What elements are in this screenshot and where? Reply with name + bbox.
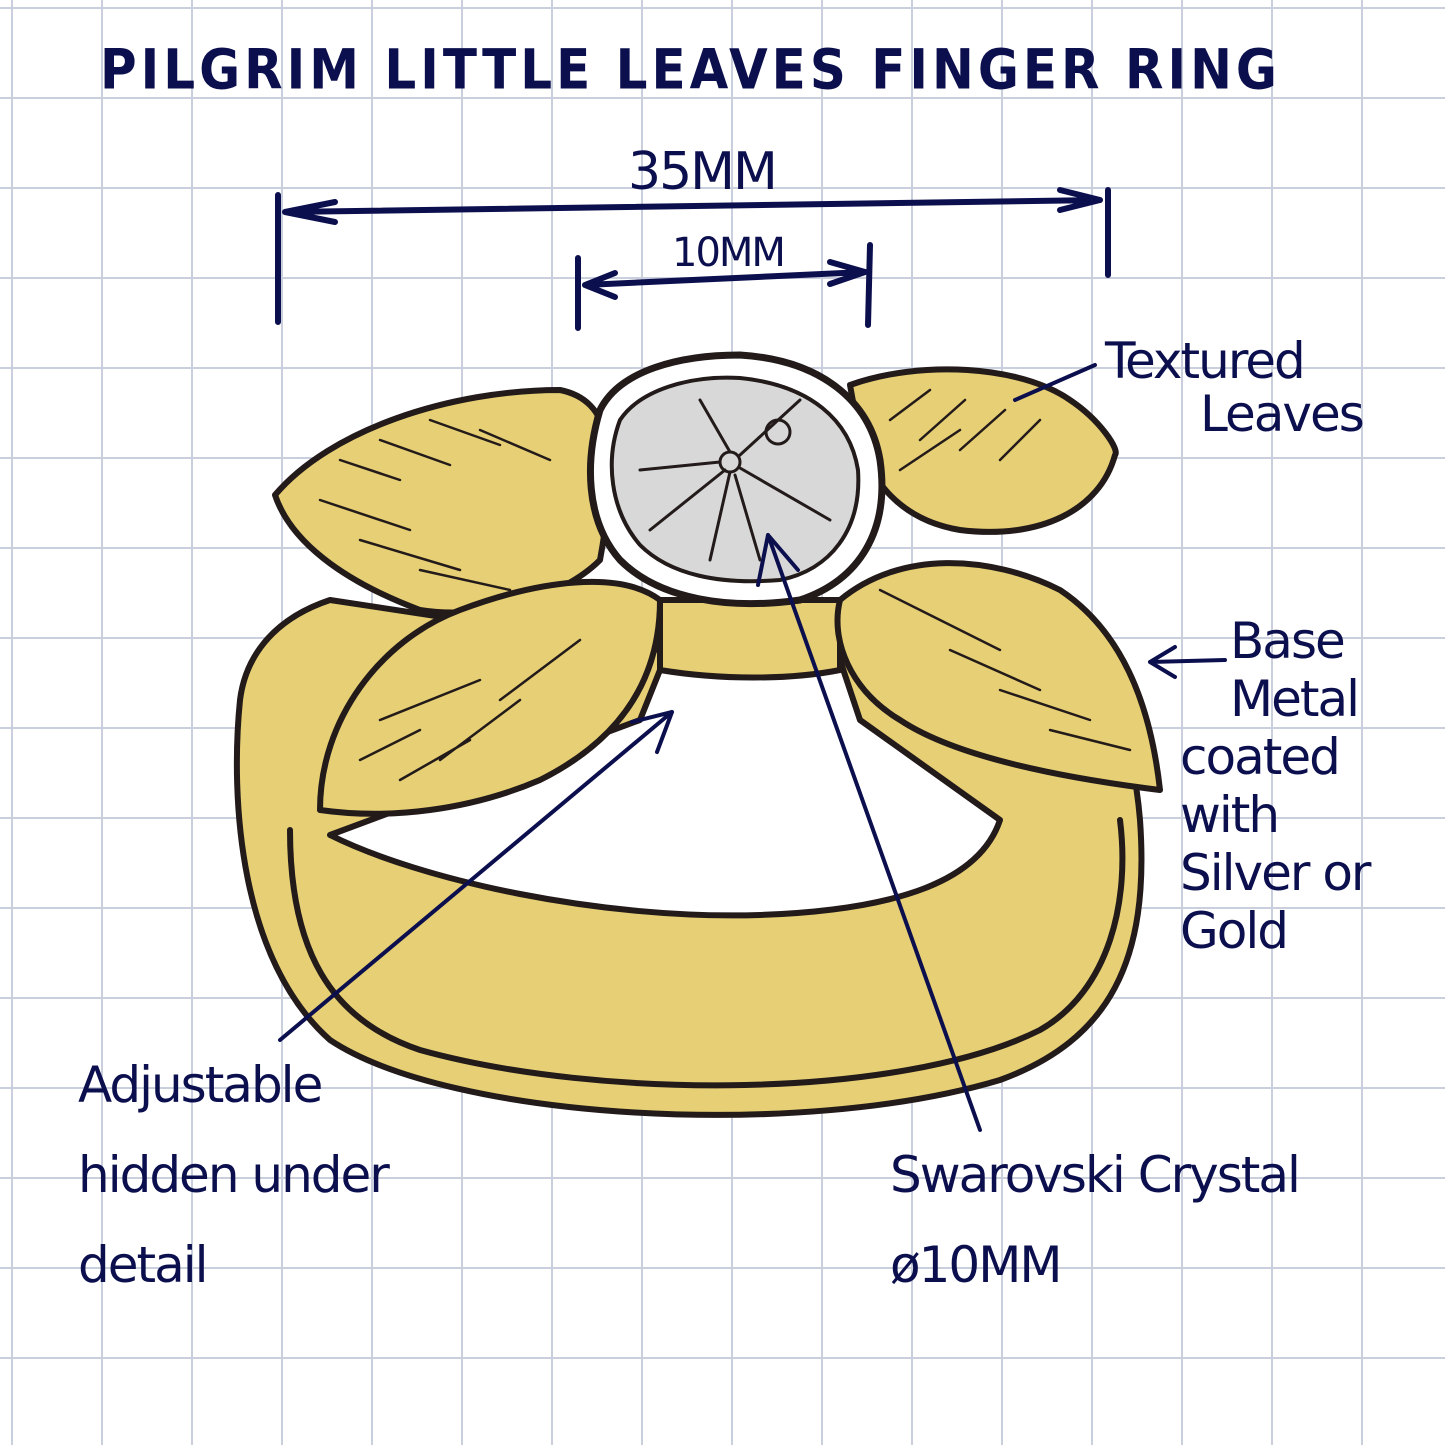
crystal-facets [638,398,832,562]
leader-adjustable [278,710,674,1042]
crystal-collet [657,597,843,681]
dimension-lines [275,187,1111,331]
label-crystal: Swarovski Crystal ø10MM [890,1130,1301,1310]
label-line: hidden under [78,1146,390,1204]
label-base-metal: Base Metal coated with Silver or Gold [1180,612,1371,960]
leader-textured-leaves [1013,363,1097,402]
leaf-bottom-left [317,578,663,817]
label-line: coated [1180,728,1341,786]
label-line: Silver or [1180,844,1371,902]
dimension-10mm-line [575,242,873,331]
sketch-title: PILGRIM LITTLE LEAVES FINGER RING [100,38,1281,102]
label-line: Metal [1230,670,1360,728]
dimension-35mm-line [275,187,1111,325]
band-inner-edge [287,817,1126,1089]
dimension-35mm-label: 35MM [628,142,778,202]
label-line: Leaves [1200,384,1365,443]
leader-crystal [756,533,982,1132]
ring-opening [327,657,1003,919]
label-line: Swarovski Crystal [890,1146,1301,1204]
label-line: ø10MM [890,1236,1062,1294]
label-line: Textured [1105,332,1306,390]
label-line: Adjustable [78,1056,323,1114]
label-line: Gold [1180,902,1289,960]
dimension-10mm-label: 10MM [672,230,786,276]
leaf-top-left [272,387,613,616]
label-adjustable: Adjustable hidden under detail [78,1040,390,1310]
label-line: detail [78,1236,209,1294]
leaf-bottom-right [834,560,1163,793]
label-textured-leaves: Textured Leaves [1105,332,1365,443]
leaf-top-right [847,366,1119,535]
label-line: Base [1230,612,1346,670]
label-line: with [1180,786,1280,844]
leaf-texture [318,388,1132,782]
leader-lines [278,363,1227,1132]
leader-base-metal [1148,645,1227,679]
